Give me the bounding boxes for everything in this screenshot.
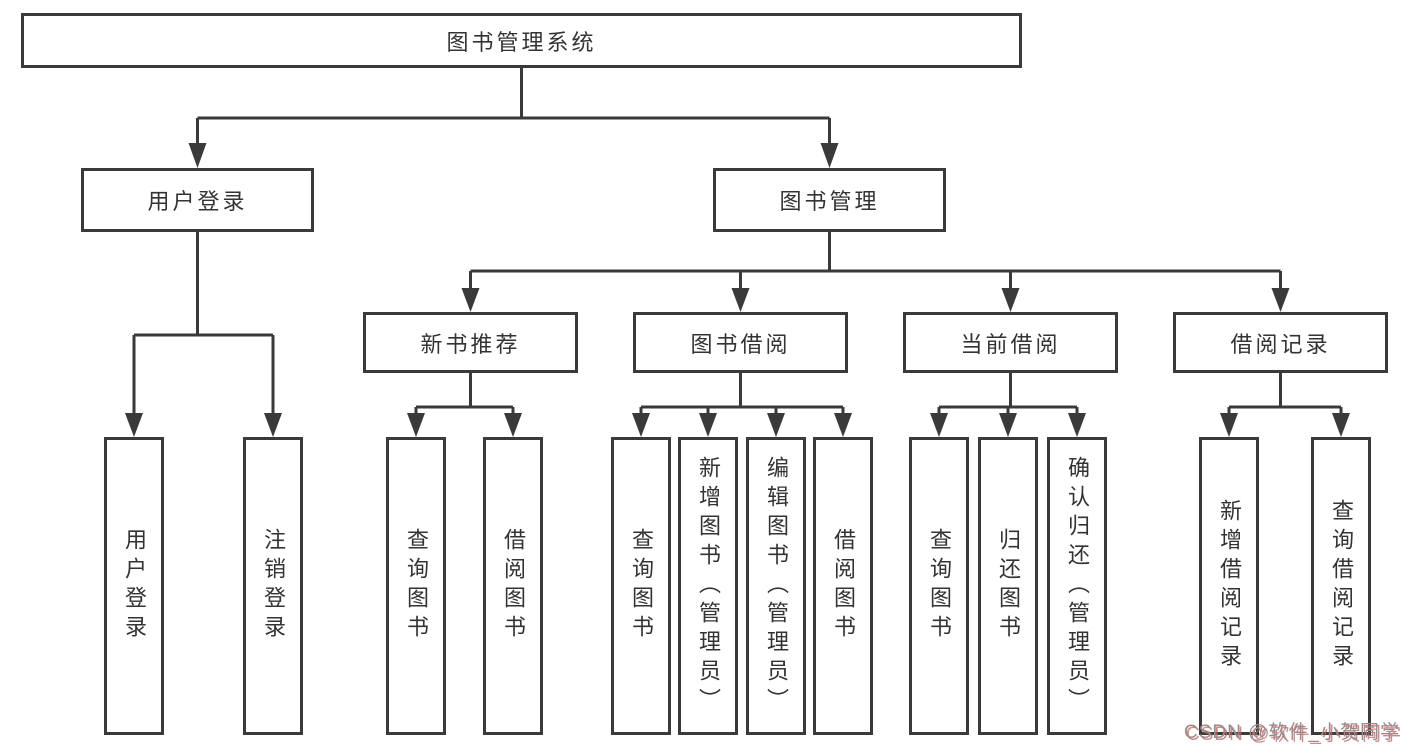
node-current-borrow: 当前借阅 xyxy=(903,312,1118,373)
leaf-borrow-books-recommend: 借阅图书 xyxy=(483,437,543,735)
node-book-manage: 图书管理 xyxy=(713,168,946,232)
leaf-query-borrow-record-label: 查询借阅记录 xyxy=(1329,499,1354,673)
node-new-book-recommend: 新书推荐 xyxy=(363,312,578,373)
leaf-query-books-borrow: 查询图书 xyxy=(611,437,671,735)
leaf-query-books-current-label: 查询图书 xyxy=(927,528,952,644)
leaf-return-book-label: 归还图书 xyxy=(996,528,1021,644)
leaf-confirm-return-admin-label: 确认归还（管理员） xyxy=(1065,455,1090,717)
leaf-borrow-books-recommend-label: 借阅图书 xyxy=(501,528,526,644)
leaf-edit-book-admin-label: 编辑图书（管理员） xyxy=(764,455,789,717)
leaf-borrow-books-label: 借阅图书 xyxy=(831,528,856,644)
node-user-login: 用户登录 xyxy=(81,168,314,232)
leaf-query-books-recommend: 查询图书 xyxy=(386,437,446,735)
leaf-add-book-admin-label: 新增图书（管理员） xyxy=(696,455,721,717)
node-borrow-records-label: 借阅记录 xyxy=(1230,331,1331,357)
leaf-add-book-admin: 新增图书（管理员） xyxy=(678,437,738,735)
node-book-borrow: 图书借阅 xyxy=(633,312,848,373)
leaf-query-books-borrow-label: 查询图书 xyxy=(629,528,654,644)
leaf-user-login: 用户登录 xyxy=(104,437,164,735)
leaf-logout: 注销登录 xyxy=(243,437,303,735)
leaf-query-books-recommend-label: 查询图书 xyxy=(404,528,429,644)
node-root: 图书管理系统 xyxy=(21,13,1022,68)
leaf-user-login-label: 用户登录 xyxy=(122,528,147,644)
node-root-label: 图书管理系统 xyxy=(446,29,597,55)
csdn-watermark: CSDN @软件_小贺同学 xyxy=(1184,722,1400,743)
leaf-confirm-return-admin: 确认归还（管理员） xyxy=(1047,437,1107,735)
leaf-return-book: 归还图书 xyxy=(978,437,1038,735)
node-new-book-recommend-label: 新书推荐 xyxy=(420,331,521,357)
node-current-borrow-label: 当前借阅 xyxy=(960,331,1061,357)
leaf-add-borrow-record: 新增借阅记录 xyxy=(1199,437,1259,735)
node-book-borrow-label: 图书借阅 xyxy=(690,331,791,357)
arrowheads xyxy=(125,143,1350,437)
leaf-edit-book-admin: 编辑图书（管理员） xyxy=(746,437,806,735)
leaf-query-books-current: 查询图书 xyxy=(909,437,969,735)
leaf-add-borrow-record-label: 新增借阅记录 xyxy=(1217,499,1242,673)
node-book-manage-label: 图书管理 xyxy=(779,189,880,214)
leaf-query-borrow-record: 查询借阅记录 xyxy=(1311,437,1371,735)
node-borrow-records: 借阅记录 xyxy=(1173,312,1388,373)
node-user-login-label: 用户登录 xyxy=(147,189,248,214)
leaf-logout-label: 注销登录 xyxy=(261,528,286,644)
leaf-borrow-books: 借阅图书 xyxy=(813,437,873,735)
